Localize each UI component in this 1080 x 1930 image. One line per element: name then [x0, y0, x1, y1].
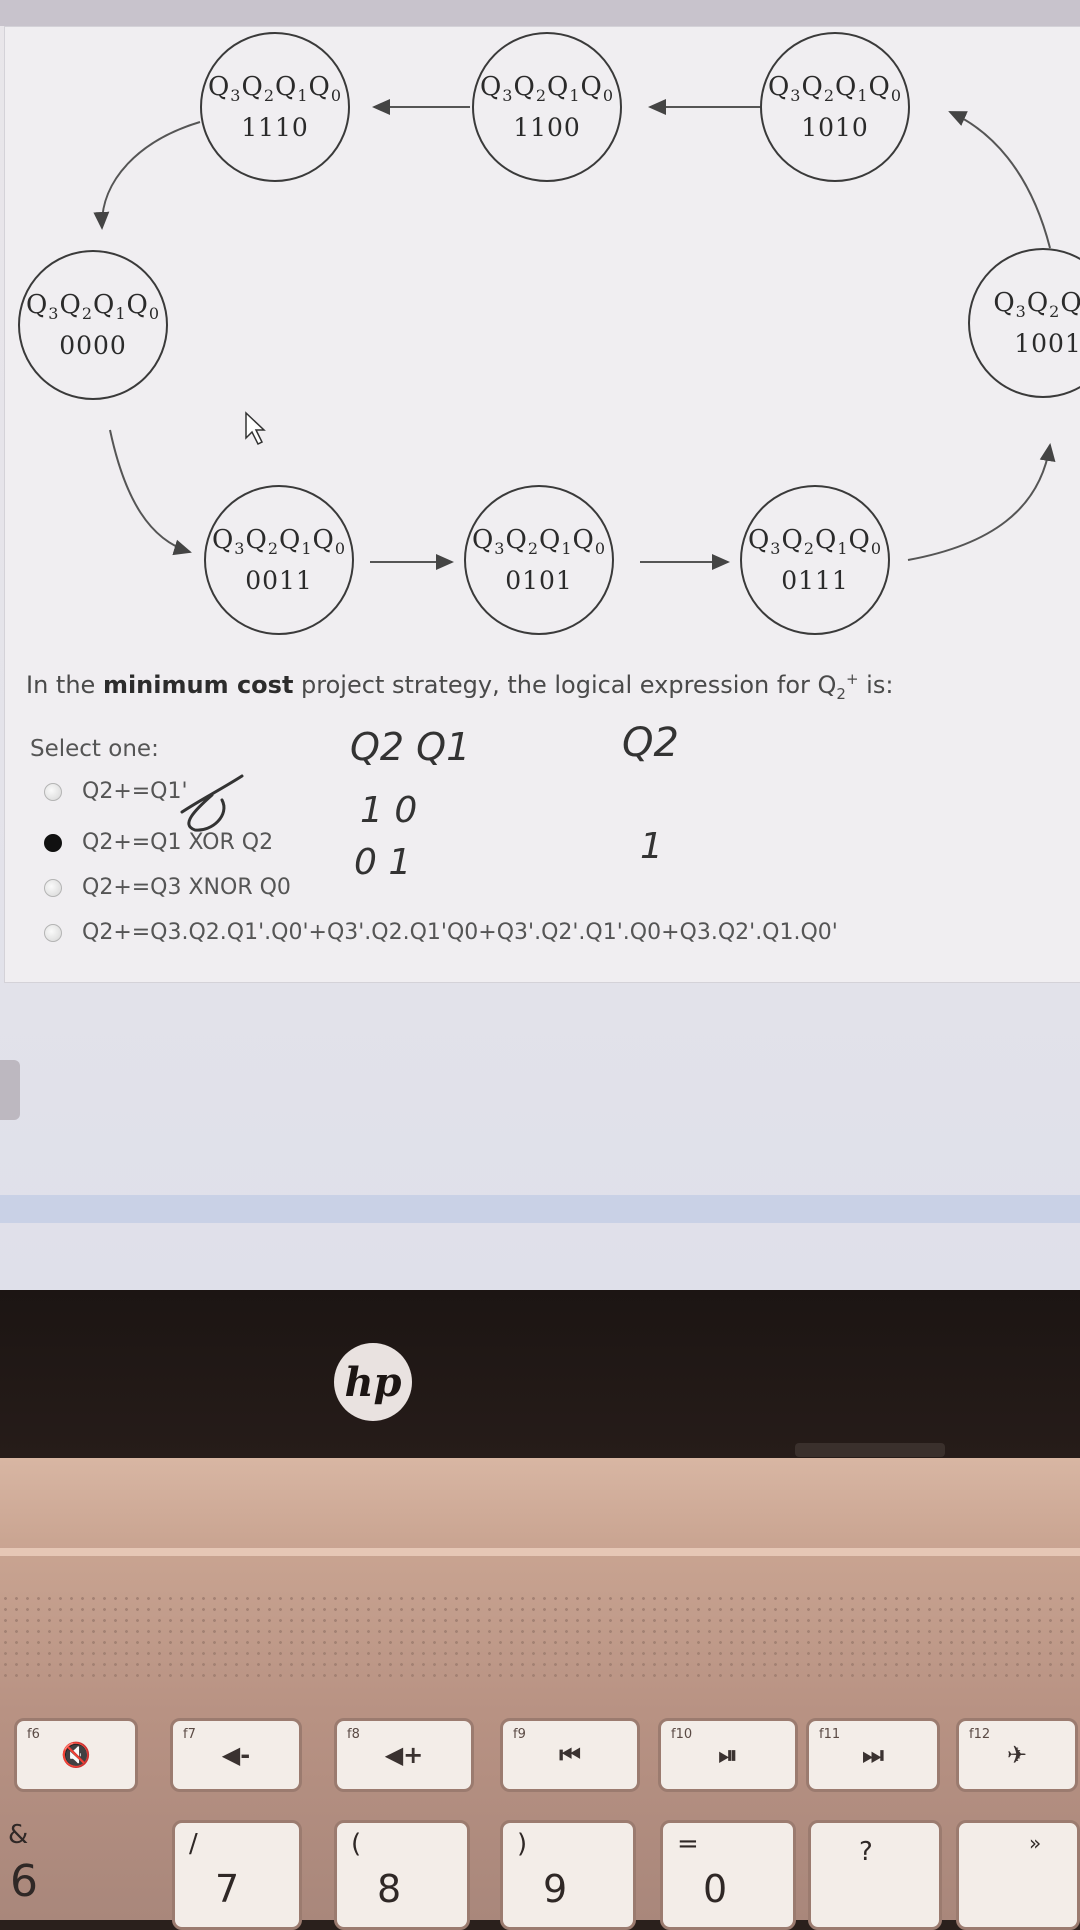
key-question[interactable]: ? [808, 1820, 942, 1930]
previous-track-icon: ⏮ [559, 1741, 581, 1769]
key-6-partial[interactable]: & 6 [8, 1820, 38, 1907]
state-code: 1100 [513, 113, 581, 143]
speaker-grille [0, 1593, 1080, 1683]
state-0111: Q3Q2Q1Q0 0111 [740, 485, 890, 635]
key-angle-quote[interactable]: » [956, 1820, 1080, 1930]
option-text: Q2+=Q1 XOR Q2 [82, 830, 274, 855]
state-label: Q3Q2Q1Q0 [767, 71, 903, 106]
laptop-bezel: hp [0, 1290, 1080, 1458]
state-code: 0011 [245, 566, 313, 596]
state-0011: Q3Q2Q1Q0 0011 [204, 485, 354, 635]
handwriting-row-1-right: 1 [640, 826, 663, 867]
question-text: In the minimum cost project strategy, th… [26, 670, 894, 703]
browser-top-bar [0, 0, 1080, 26]
key-f10[interactable]: f10 ⏯ [658, 1718, 798, 1792]
state-1100: Q3Q2Q1Q0 1100 [472, 32, 622, 182]
state-label: Q3Q2Q1Q0 [211, 524, 347, 559]
next-track-icon: ⏭ [862, 1741, 884, 1769]
key-0[interactable]: = 0 [660, 1820, 796, 1930]
handwriting-header-left: Q2 Q1 [350, 725, 470, 769]
state-code: 0111 [781, 566, 849, 596]
screen-footer-strip [0, 1195, 1080, 1223]
hp-logo: hp [334, 1343, 412, 1421]
state-code: 1001 [1014, 329, 1080, 359]
state-1110: Q3Q2Q1Q0 1110 [200, 32, 350, 182]
key-f9[interactable]: f9 ⏮ [500, 1718, 640, 1792]
state-1010: Q3Q2Q1Q0 1010 [760, 32, 910, 182]
arrow-0111-1001 [907, 443, 1056, 561]
state-0101: Q3Q2Q1Q0 0101 [464, 485, 614, 635]
state-label: Q3Q2Q1Q0 [479, 71, 615, 106]
key-f12[interactable]: f12 ✈ [956, 1718, 1078, 1792]
airplane-icon: ✈ [1006, 1741, 1028, 1769]
handwriting-row-2: 0 1 [354, 842, 411, 883]
arrow-1110-0000 [93, 121, 201, 230]
mouse-cursor-icon [245, 411, 266, 446]
key-8[interactable]: ( 8 [334, 1820, 470, 1930]
key-f11[interactable]: f11 ⏭ [806, 1718, 940, 1792]
volume-up-icon: ◀+ [384, 1741, 424, 1769]
radio-button-selected[interactable] [44, 833, 62, 852]
state-label: Q3Q2Q [993, 287, 1080, 322]
option-text: Q2+=Q3 XNOR Q0 [82, 875, 291, 900]
select-one-label: Select one: [30, 736, 159, 762]
option-text: Q2+=Q3.Q2.Q1'.Q0'+Q3'.Q2.Q1'Q0+Q3'.Q2'.Q… [82, 920, 838, 945]
key-f8[interactable]: f8 ◀+ [334, 1718, 474, 1792]
arrow-1001-1010 [948, 111, 1051, 249]
radio-button[interactable] [44, 878, 62, 897]
option-text: Q2+=Q1' [82, 779, 188, 804]
checkmark-scribble-icon [180, 774, 244, 832]
key-7[interactable]: / 7 [172, 1820, 302, 1930]
hinge-bar [795, 1443, 945, 1457]
answer-option-1[interactable]: Q2+=Q1' [44, 779, 188, 804]
side-tab [0, 1060, 20, 1120]
state-code: 0000 [59, 331, 127, 361]
state-code: 0101 [505, 566, 573, 596]
state-label: Q3Q2Q1Q0 [747, 524, 883, 559]
state-label: Q3Q2Q1Q0 [471, 524, 607, 559]
key-9[interactable]: ) 9 [500, 1820, 636, 1930]
state-code: 1010 [801, 113, 869, 143]
screen: Q3Q2Q1Q0 1110 Q3Q2Q1Q0 1100 Q3Q2Q1Q0 101… [0, 0, 1080, 1290]
handwritten-notes: Q2 Q1 Q2 1 0 1 0 1 [180, 720, 679, 883]
deck-edge [0, 1548, 1080, 1556]
state-diagram-arrows [93, 99, 1056, 570]
state-0000: Q3Q2Q1Q0 0000 [18, 250, 168, 400]
answer-option-3[interactable]: Q2+=Q3 XNOR Q0 [44, 875, 291, 900]
state-label: Q3Q2Q1Q0 [207, 71, 343, 106]
arrow-0000-0011 [109, 429, 192, 556]
key-f6[interactable]: f6 🔇 [14, 1718, 138, 1792]
state-code: 1110 [241, 113, 309, 143]
answer-option-2[interactable]: Q2+=Q1 XOR Q2 [44, 830, 273, 855]
handwriting-row-1: 1 0 [360, 790, 417, 831]
key-f7[interactable]: f7 ◀- [170, 1718, 302, 1792]
play-pause-icon: ⏯ [718, 1741, 738, 1769]
handwriting-header-right: Q2 [622, 720, 679, 766]
state-label: Q3Q2Q1Q0 [25, 289, 161, 324]
volume-down-icon: ◀- [221, 1741, 251, 1769]
mute-icon: 🔇 [61, 1741, 91, 1769]
radio-button[interactable] [44, 782, 62, 801]
answer-option-4[interactable]: Q2+=Q3.Q2.Q1'.Q0'+Q3'.Q2.Q1'Q0+Q3'.Q2'.Q… [44, 920, 838, 945]
radio-button[interactable] [44, 923, 62, 942]
